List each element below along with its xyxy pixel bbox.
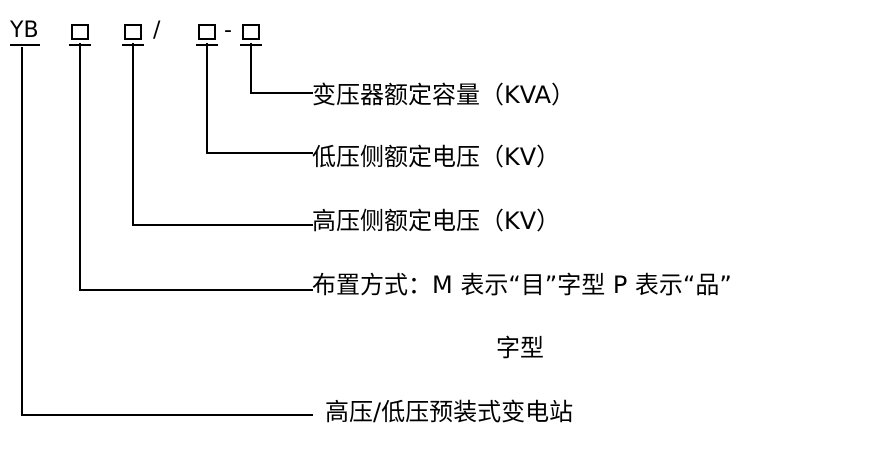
code-box-lv-voltage-underline [196,44,218,46]
code-slash: / [153,18,161,43]
label-layout-mode: 布置方式：M 表示“目”字型 P 表示“品” [312,271,732,299]
label-substation-type: 高压/低压预装式变电站 [325,398,574,426]
code-box-hv-voltage-underline [122,44,144,46]
label-lv-rated-voltage: 低压侧额定电压（KV） [312,143,561,171]
leader-line-product-type [21,47,313,416]
label-layout-mode-continued: 字型 [496,334,544,362]
code-prefix: YB [10,18,39,43]
leader-line-capacity [250,43,313,94]
code-box-lv-voltage [198,24,216,40]
label-transformer-capacity: 变压器额定容量（KVA） [312,81,576,109]
code-dash: - [224,18,232,43]
code-box-layout-underline [69,44,91,46]
code-box-capacity-underline [240,44,262,46]
code-prefix-underline [10,44,40,46]
leader-line-layout [79,43,313,291]
code-box-layout [71,24,89,40]
leader-line-lv-voltage [206,43,313,154]
code-box-hv-voltage [124,24,142,40]
label-hv-rated-voltage: 高压侧额定电压（KV） [312,207,561,235]
code-box-capacity [242,24,260,40]
leader-line-hv-voltage [132,43,313,226]
